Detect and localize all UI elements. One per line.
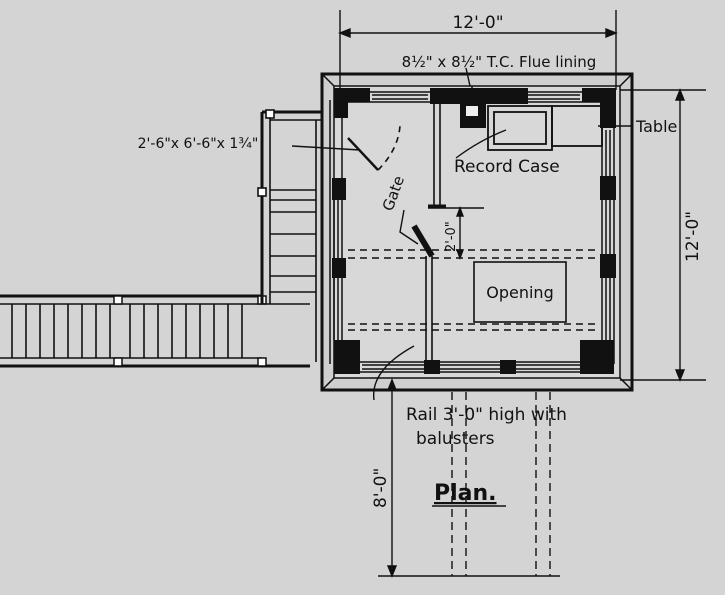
dimensions [338,10,706,578]
table-label: Table [635,117,677,136]
tower-outline [320,72,634,392]
rail-label-line1: Rail 3'-0" high with [406,405,567,425]
interior [347,104,600,360]
rail-label-line2: balusters [416,429,495,449]
record-case-label: Record Case [454,157,560,177]
walls [329,91,615,373]
walkway [0,294,310,368]
door-size-label: 2'-6"x 6'-6"x 1¾" [138,136,259,152]
opening-label: Opening [486,283,553,302]
flue-label: 8½" x 8½" T.C. Flue lining [402,53,597,71]
dim-depth-label: 12'-0" [683,211,703,262]
stair-run-label: 8'-0" [371,468,391,508]
flue [460,86,486,128]
leaders [291,67,632,401]
posts [332,88,616,374]
dim-width-label: 12'-0" [452,13,503,33]
gate-offset-label: 2'-0" [444,221,459,252]
plan-title: Plan. [434,481,497,506]
